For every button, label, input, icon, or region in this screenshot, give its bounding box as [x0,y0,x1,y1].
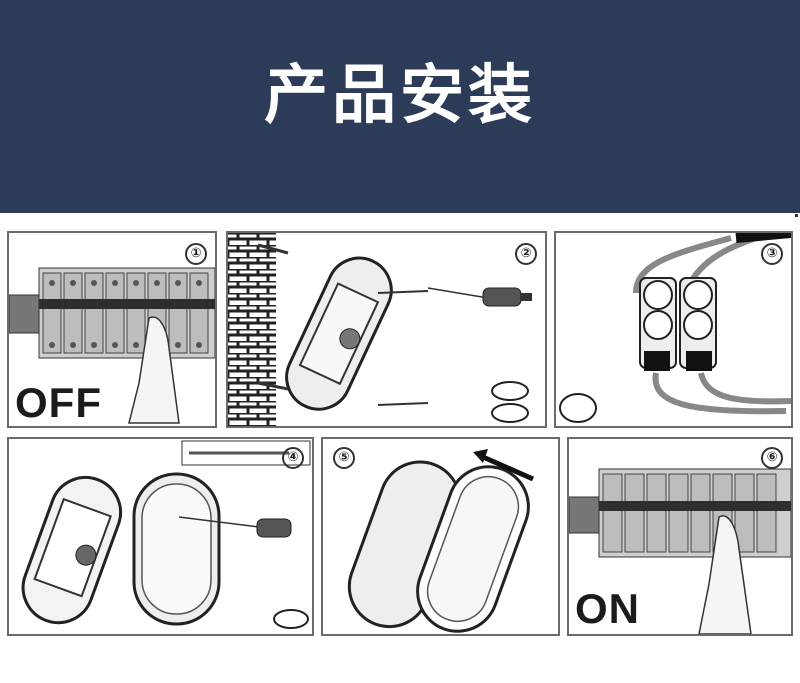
step-6-on-label: ON [575,585,640,632]
step-3-number: ③ [761,243,783,265]
step-1-number: ① [185,243,207,265]
step-1-off-label: OFF [15,379,102,426]
step-4-panel: ④ [7,437,314,636]
wiring-terminal-illustration [559,233,791,423]
header-banner: 产品安装 [0,0,800,213]
breaker-off-illustration [9,267,215,424]
step-5-number: ⑤ [333,447,355,469]
breaker-on-illustration [569,468,791,634]
cover-attach-illustration [347,449,535,633]
step-2-number: ② [515,243,537,265]
step-4-number: ④ [282,447,304,469]
corner-mark [795,214,798,217]
step-6-number: ⑥ [761,447,783,469]
wall-mount-illustration [228,233,532,426]
page-title: 产品安装 [264,59,536,133]
step-2-panel: ② [226,231,547,428]
step-1-panel: ① OFF [7,231,217,428]
step-6-panel: ⑥ ON [567,437,793,636]
step-5-panel: ⑤ [321,437,560,636]
step-3-panel: ③ [554,231,793,428]
cover-fasten-illustration [21,440,311,629]
